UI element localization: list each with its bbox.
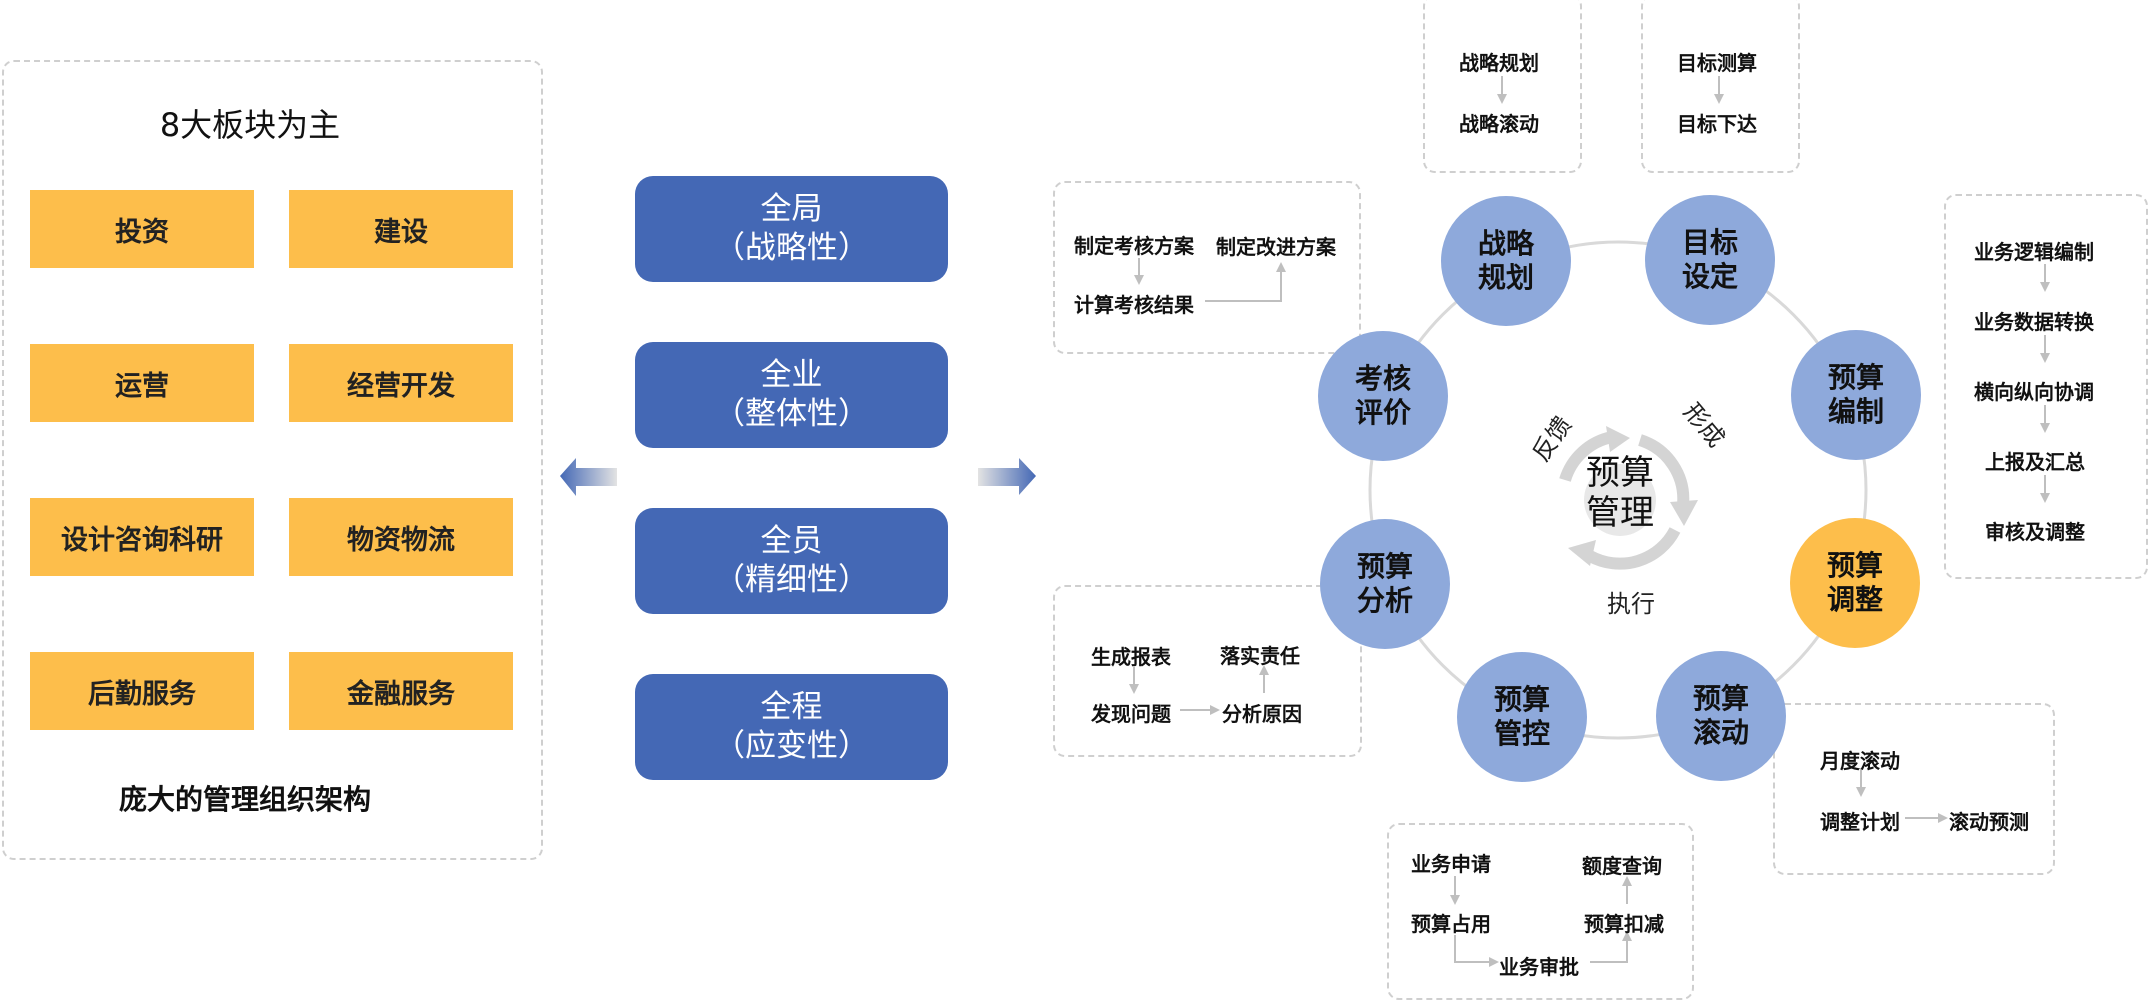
detail-box-target [1641, 0, 1800, 173]
segment-block-services: 后勤服务 [30, 652, 254, 730]
node-budget-compile: 预算 编制 [1791, 330, 1921, 460]
node-label: 战略 [1477, 227, 1534, 260]
segment-block-finance: 金融服务 [289, 652, 513, 730]
step-control-deduct: 预算扣减 [1584, 912, 1664, 936]
detail-box-compile [1944, 194, 2148, 579]
node-label: 分析 [1356, 584, 1413, 617]
step-control-apply: 业务申请 [1411, 852, 1491, 876]
step-target-issue: 目标下达 [1677, 112, 1757, 136]
node-label: 管控 [1493, 717, 1550, 750]
principle-sub: （战略性） [714, 230, 869, 266]
principle-main: 全局 [760, 191, 823, 227]
segments-footer: 庞大的管理组织架构 [118, 783, 371, 816]
step-analysis-responsibility: 落实责任 [1220, 644, 1300, 668]
segments-panel [2, 60, 543, 860]
step-analysis-cause: 分析原因 [1222, 702, 1302, 726]
detail-box-rolling [1773, 703, 2055, 875]
principle-sub: （整体性） [714, 396, 869, 432]
arrow-left-icon [560, 458, 617, 496]
segment-block-logistics: 物资物流 [289, 498, 513, 576]
node-budget-rolling: 预算 滚动 [1656, 651, 1786, 781]
step-rolling-adjust: 调整计划 [1820, 810, 1900, 834]
step-compile-coordinate: 横向纵向协调 [1974, 380, 2094, 404]
principle-staff: 全员 （精细性） [635, 508, 948, 614]
segment-block-design-research: 设计咨询科研 [30, 498, 254, 576]
center-disc [1584, 464, 1656, 536]
node-label: 设定 [1681, 260, 1738, 293]
node-evaluation: 考核 评价 [1318, 331, 1448, 461]
cycle-arrow-top [1559, 431, 1614, 482]
node-label: 评价 [1354, 396, 1411, 429]
step-compile-report: 上报及汇总 [1985, 450, 2085, 474]
segment-block-operation: 运营 [30, 344, 254, 422]
node-label: 目标 [1681, 226, 1738, 259]
step-analysis-issue: 发现问题 [1091, 702, 1171, 726]
step-eval-plan: 制定考核方案 [1074, 234, 1194, 258]
node-label: 预算 [1692, 682, 1749, 715]
step-control-query: 额度查询 [1582, 854, 1662, 878]
detail-box-strategy [1423, 0, 1582, 173]
node-label: 考核 [1354, 362, 1411, 395]
detail-box-analysis [1053, 585, 1362, 757]
step-strategy-plan: 战略规划 [1459, 51, 1539, 75]
node-label: 预算 [1493, 683, 1550, 716]
node-budget-analysis: 预算 分析 [1320, 519, 1450, 649]
node-label: 规划 [1477, 261, 1534, 294]
node-budget-adjust: 预算 调整 [1790, 518, 1920, 648]
segment-block-investment: 投资 [30, 190, 254, 268]
principle-sub: （精细性） [714, 562, 869, 598]
principle-main: 全程 [760, 689, 823, 725]
node-budget-control: 预算 管控 [1457, 652, 1587, 782]
principle-process: 全程 （应变性） [635, 674, 948, 780]
step-compile-logic: 业务逻辑编制 [1974, 240, 2094, 264]
cycle-arrow-right [1637, 434, 1690, 506]
node-label: 调整 [1826, 583, 1883, 616]
step-eval-calc: 计算考核结果 [1074, 293, 1194, 317]
node-target-setting: 目标 设定 [1645, 195, 1775, 325]
segment-block-business-dev: 经营开发 [289, 344, 513, 422]
detail-box-evaluation [1053, 181, 1361, 354]
node-strategy-planning: 战略 规划 [1441, 196, 1571, 326]
step-analysis-report: 生成报表 [1091, 645, 1171, 669]
cycle-ring [1368, 240, 1868, 740]
node-label: 预算 [1826, 549, 1883, 582]
node-label: 预算 [1356, 550, 1413, 583]
segments-title: 8大板块为主 [159, 106, 341, 144]
step-compile-review: 审核及调整 [1985, 520, 2085, 544]
node-label: 滚动 [1692, 716, 1749, 749]
label-execute: 执行 [1607, 590, 1655, 618]
step-strategy-roll: 战略滚动 [1459, 112, 1539, 136]
center-line1: 预算 [1586, 453, 1654, 493]
cycle-center-title: 预算 管理 [1570, 453, 1670, 533]
node-label: 预算 [1827, 361, 1884, 394]
step-rolling-monthly: 月度滚动 [1820, 749, 1900, 773]
principle-main: 全业 [760, 357, 823, 393]
principle-business: 全业 （整体性） [635, 342, 948, 448]
center-line2: 管理 [1586, 493, 1654, 533]
step-compile-data: 业务数据转换 [1974, 310, 2094, 334]
node-label: 编制 [1827, 395, 1884, 428]
step-control-occupy: 预算占用 [1411, 912, 1491, 936]
principle-main: 全员 [760, 523, 823, 559]
step-rolling-forecast: 滚动预测 [1949, 810, 2029, 834]
arrow-right-icon [978, 458, 1036, 495]
principle-global: 全局 （战略性） [635, 176, 948, 282]
step-target-calc: 目标测算 [1677, 51, 1757, 75]
segment-block-construction: 建设 [289, 190, 513, 268]
principle-sub: （应变性） [714, 728, 869, 764]
step-eval-improve: 制定改进方案 [1216, 235, 1336, 259]
step-control-approve: 业务审批 [1499, 955, 1579, 979]
cycle-arrow-bottom [1587, 527, 1681, 570]
